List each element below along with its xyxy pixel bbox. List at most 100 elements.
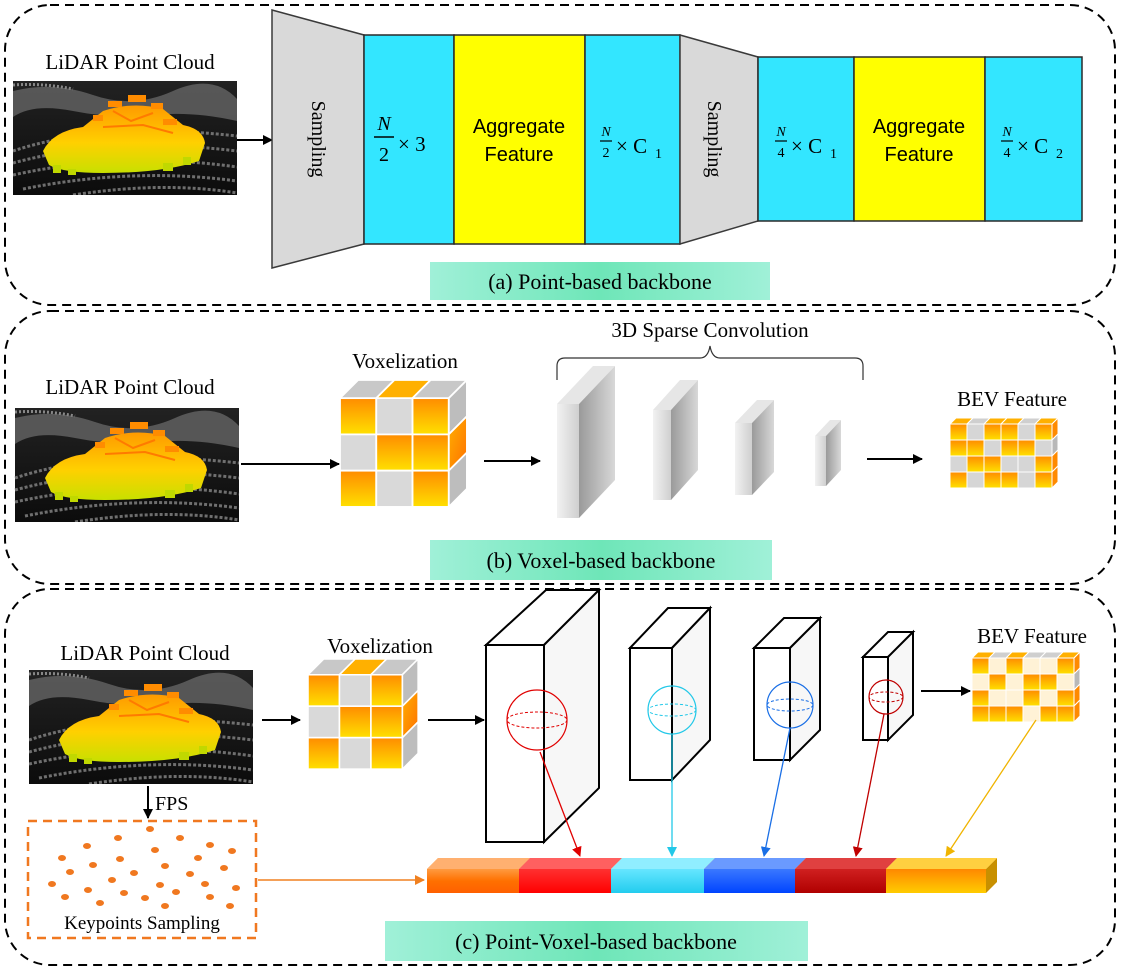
keypoint-dot [96, 900, 104, 906]
panel-b-point-cloud-image [13, 408, 241, 522]
feature-block-n2xc1-label: N 2 × C 1 [600, 125, 662, 162]
svg-text:N: N [376, 113, 392, 135]
svg-text:N: N [775, 125, 786, 140]
panel-b-bev-label: BEV Feature [957, 387, 1067, 411]
feature-block-n2xc1 [584, 34, 681, 245]
keypoint-dot [194, 855, 202, 861]
panel-point-voxel-based: LiDAR Point Cloud FPS Keypoints Sampling… [4, 587, 1116, 966]
feature-volume-1 [483, 587, 602, 845]
panel-c-voxel-cube [308, 659, 419, 770]
feature-volume-3 [751, 615, 823, 763]
svg-text:2: 2 [603, 146, 610, 161]
keypoint-dot [116, 856, 124, 862]
keypoint-dot [66, 869, 74, 875]
panel-b-border [4, 310, 1116, 585]
keypoints-label: Keypoints Sampling [64, 913, 220, 934]
connector-arrow-blue [760, 727, 791, 857]
panel-a-point-cloud-image [13, 81, 237, 195]
svg-text:2: 2 [379, 144, 389, 166]
aggregate-feature-block-2 [853, 56, 986, 222]
panel-a-caption-box [430, 262, 770, 300]
panel-b-voxelization-label: Voxelization [352, 349, 458, 373]
panel-c-point-cloud-image [29, 670, 253, 784]
panel-voxel-based: LiDAR Point Cloud Voxelization 3D Sparse… [4, 310, 1116, 585]
feature-block-n2x3-label: N 2 × 3 [374, 113, 426, 166]
keypoint-dot [89, 862, 97, 868]
keypoint-dot [232, 885, 240, 891]
svg-text:N: N [600, 125, 611, 140]
keypoints-box [26, 819, 258, 940]
keypoint-dot [220, 865, 228, 871]
keypoint-dot [84, 887, 92, 893]
feature-volume-2 [627, 605, 713, 783]
aggregate-feature-block-1 [453, 34, 586, 245]
keypoint-dot [83, 843, 91, 849]
aggregate-feature-2-line1: Aggregate [873, 116, 965, 138]
feature-volume-4 [860, 629, 916, 743]
keypoint-dot [141, 895, 149, 901]
sampling-label-2: Sampling [703, 101, 725, 178]
keypoint-dot [201, 881, 209, 887]
connector-arrow-red [539, 751, 582, 857]
keypoint-dot [156, 882, 164, 888]
feature-segment-4 [795, 869, 886, 893]
aggregate-feature-1-line2: Feature [485, 144, 554, 166]
keypoint-dot [206, 842, 214, 848]
keypoint-dot [226, 903, 234, 909]
panel-b-bev-feature-grid [948, 416, 1060, 490]
keypoint-dot [186, 871, 194, 877]
keypoint-dot [206, 894, 214, 900]
panel-c-caption: (c) Point-Voxel-based backbone [455, 929, 737, 954]
feature-block-n4xc2 [984, 56, 1083, 222]
panel-a-caption: (a) Point-based backbone [488, 269, 712, 294]
sparse-conv-label: 3D Sparse Convolution [611, 318, 809, 342]
sampling-label-1: Sampling [307, 101, 329, 178]
panel-c-voxelization-label: Voxelization [327, 634, 433, 658]
sparse-conv-brace [556, 345, 864, 380]
keypoint-dot [172, 889, 180, 895]
fps-label: FPS [155, 793, 188, 815]
panel-a-border [4, 4, 1116, 306]
svg-text:× C: × C [1017, 134, 1048, 158]
panel-c-input-label: LiDAR Point Cloud [60, 641, 230, 665]
panel-b-caption-box [430, 540, 772, 580]
connector-arrow-gold [945, 719, 1037, 857]
svg-text:4: 4 [778, 146, 785, 161]
panel-c-caption-box [385, 921, 808, 961]
keypoint-dot [48, 881, 56, 887]
keypoint-dot [58, 855, 66, 861]
keypoint-dot [108, 877, 116, 883]
feature-block-n4xc2-label: N 4 × C 2 [1001, 125, 1063, 162]
panel-c-bev-label: BEV Feature [977, 624, 1087, 648]
feature-segment-bev [886, 869, 986, 893]
svg-text:× C: × C [616, 134, 647, 158]
svg-text:1: 1 [830, 147, 837, 162]
sparse-conv-slab-3 [735, 400, 774, 495]
feature-block-n2x3 [363, 34, 455, 245]
svg-text:× 3: × 3 [398, 132, 426, 156]
keypoint-dot [61, 894, 69, 900]
panel-point-based: LiDAR Point Cloud Sampling N 2 × 3 Aggre… [4, 4, 1116, 306]
concatenated-feature-bar [427, 858, 997, 893]
keypoint-dot [130, 870, 138, 876]
keypoint-dot [146, 826, 154, 832]
sparse-conv-slab-2 [653, 380, 698, 500]
feature-block-n4xc1-label: N 4 × C 1 [775, 125, 837, 162]
sparse-conv-slab-1 [557, 366, 615, 518]
feature-segment-3 [704, 869, 795, 893]
keypoint-dot [161, 903, 169, 909]
keypoint-dot [120, 890, 128, 896]
panel-b-voxel-cube [340, 380, 468, 508]
feature-segment-2 [611, 869, 704, 893]
svg-text:N: N [1001, 125, 1012, 140]
keypoint-dot [161, 863, 169, 869]
svg-text:4: 4 [1004, 146, 1011, 161]
svg-text:× C: × C [791, 134, 822, 158]
keypoint-dot [228, 848, 236, 854]
keypoint-dot [151, 847, 159, 853]
panel-a-input-label: LiDAR Point Cloud [45, 50, 215, 74]
keypoint-dot [114, 835, 122, 841]
aggregate-feature-1-line1: Aggregate [473, 116, 565, 138]
svg-text:2: 2 [1056, 147, 1063, 162]
aggregate-feature-2-line2: Feature [885, 144, 954, 166]
